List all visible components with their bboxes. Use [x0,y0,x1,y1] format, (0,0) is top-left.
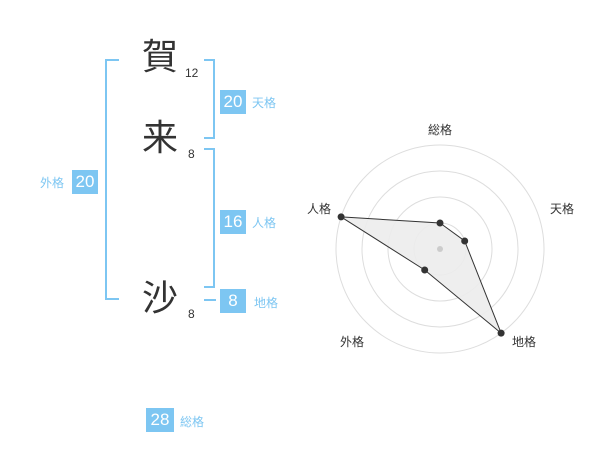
stroke-count-1: 12 [185,66,199,80]
tenkaku-value: 20 [220,90,246,114]
radar-axis-label-tenkaku: 天格 [550,201,574,216]
name-char-3: 沙 [142,278,179,319]
radar-grid-ring [335,144,545,354]
radar-point [461,237,469,245]
chikaku-connector [204,299,216,301]
radar-grid-ring [387,196,493,302]
gaikaku-label: 外格 [40,176,65,190]
radar-axis-label-soukaku: 総格 [428,122,452,137]
chikaku-value: 8 [220,289,246,313]
gaikaku-value: 20 [72,170,98,194]
jinkaku-value: 16 [220,210,246,234]
radar-point [436,219,444,227]
radar-center-dot [437,246,443,252]
gaikaku-bracket [105,59,119,300]
jinkaku-label: 人格 [252,216,277,230]
radar-data-polygon [340,216,502,334]
radar-axis-label-jinkaku: 人格 [307,201,331,216]
radar-axis-label-gaikaku: 外格 [340,334,364,349]
name-char-2: 来 [142,118,179,159]
tenkaku-label: 天格 [252,96,277,110]
radar-point [337,213,345,221]
soukaku-value: 28 [146,408,174,432]
soukaku-label: 総格 [180,415,205,429]
tenkaku-bracket [204,59,215,139]
jinkaku-bracket [204,148,215,288]
stroke-count-3: 8 [188,307,195,321]
radar-grid-ring [361,170,519,328]
stroke-count-2: 8 [188,147,195,161]
chikaku-label: 地格 [254,296,279,310]
radar-axis-label-chikaku: 地格 [512,334,536,349]
radar-point [497,329,505,337]
radar-point [421,266,429,274]
name-char-1: 賀 [142,37,179,78]
